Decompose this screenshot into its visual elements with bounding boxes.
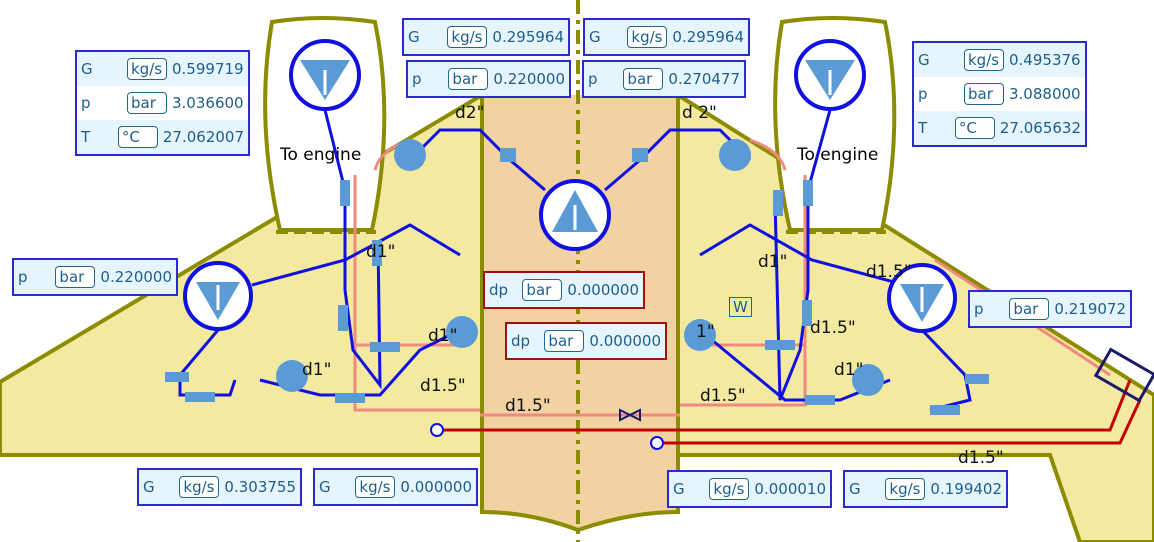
readout-label: T (918, 119, 928, 137)
pipe-label: d1.5" (810, 318, 856, 338)
crossfeed-valve-icon[interactable] (619, 408, 641, 422)
pipe-label: d1.5" (420, 376, 466, 396)
unit-selector[interactable]: bar (522, 279, 563, 301)
readout-label: T (81, 128, 91, 146)
readout-label: p (81, 94, 91, 112)
readout-label: p (18, 268, 28, 286)
tank-right-wing (887, 263, 957, 333)
engine-label-right: To engine (797, 145, 879, 165)
readout-value: 0.000010 (754, 480, 826, 498)
readout-label: p (974, 300, 984, 318)
readout-label: G (319, 478, 331, 496)
readout-value: 0.000000 (400, 478, 472, 496)
readout-value: 0.219072 (1054, 300, 1126, 318)
pipe-label: d2" (455, 103, 485, 123)
readout-value: 0.495376 (1009, 51, 1081, 69)
unit-selector[interactable]: bar (544, 330, 585, 352)
readout-value: 27.065632 (999, 119, 1081, 137)
pipe-label: d 2" (682, 103, 717, 123)
readout-label: G (673, 480, 685, 498)
tank-center (539, 179, 611, 251)
readout-label: G (918, 51, 930, 69)
readout-label: G (408, 28, 420, 46)
readout-label: G (589, 28, 601, 46)
readout-value: 0.599719 (172, 60, 244, 78)
unit-selector[interactable]: kg/s (179, 476, 220, 498)
readout-label: G (143, 478, 155, 496)
pipe-label: d1.5" (505, 396, 551, 416)
unit-selector[interactable]: bar (623, 68, 664, 90)
readout-value: 0.303755 (224, 478, 296, 496)
pipe-label: d1" (428, 326, 458, 346)
unit-selector[interactable]: kg/s (627, 26, 668, 48)
readout-value: 3.036600 (172, 94, 244, 112)
pipe-label: d1" (834, 360, 864, 380)
pipe-label: 1" (696, 322, 715, 342)
unit-selector[interactable]: bar (127, 92, 167, 114)
unit-selector[interactable]: kg/s (709, 478, 750, 500)
readout-label: G (81, 60, 93, 78)
readout-value: 3.088000 (1009, 85, 1081, 103)
readout-value: 27.062007 (162, 128, 244, 146)
readout-label: p (588, 70, 598, 88)
unit-selector[interactable]: bar (1009, 298, 1050, 320)
pipe-label: d1" (302, 360, 332, 380)
tank-right-engine (794, 39, 866, 111)
readout-value: 0.220000 (100, 268, 172, 286)
readout-value: 0.220000 (493, 70, 565, 88)
pipe-label: d1.5" (958, 448, 1004, 468)
unit-selector[interactable]: bar (55, 266, 96, 288)
tank-left-engine (289, 39, 361, 111)
readout-label: p (918, 85, 928, 103)
readout-value: 0.000000 (567, 281, 639, 299)
electric-lines (440, 379, 1142, 445)
unit-selector[interactable]: kg/s (355, 476, 396, 498)
readout-value: 0.295964 (492, 28, 564, 46)
valves-filters (165, 148, 989, 415)
pipe-label: d1" (366, 242, 396, 262)
engine-label-left: To engine (280, 145, 362, 165)
pipe-label: d1.5" (700, 386, 746, 406)
unit-selector[interactable]: °C (117, 126, 158, 148)
pipe-label: d1" (758, 252, 788, 272)
readout-label: G (849, 480, 861, 498)
unit-selector[interactable]: bar (964, 83, 1004, 105)
readout-label: dp (489, 281, 509, 299)
readout-value: 0.000000 (589, 332, 661, 350)
pipe-label: d1.5" (866, 262, 912, 282)
unit-selector[interactable]: bar (448, 68, 489, 90)
unit-selector[interactable]: kg/s (964, 49, 1004, 71)
tank-left-wing (183, 261, 253, 331)
unit-selector[interactable]: kg/s (885, 478, 926, 500)
readout-value: 0.295964 (672, 28, 744, 46)
readout-value: 0.199402 (930, 480, 1002, 498)
readout-label: p (412, 70, 422, 88)
fuselage-outline (480, 95, 680, 533)
readout-label: dp (511, 332, 531, 350)
w-label: W (729, 297, 752, 317)
unit-selector[interactable]: kg/s (447, 26, 488, 48)
pumps (276, 139, 884, 396)
unit-selector[interactable]: °C (954, 117, 995, 139)
readout-value: 0.270477 (668, 70, 740, 88)
unit-selector[interactable]: kg/s (127, 58, 167, 80)
